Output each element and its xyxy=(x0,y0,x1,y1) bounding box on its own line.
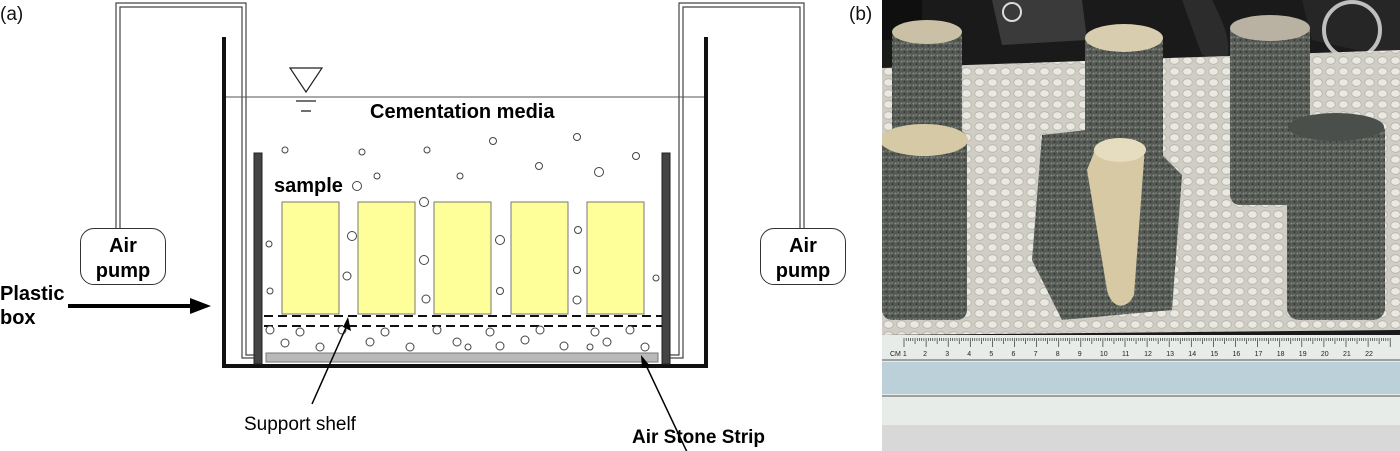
inner-wall-right xyxy=(661,152,671,365)
inner-wall-left xyxy=(253,152,263,365)
water-level-symbol xyxy=(288,67,324,112)
ruler-number: 4 xyxy=(967,351,971,358)
photo-panel: CM 1 2 3 4 5 6 7 8 9 10 11 12 13 14 15 16 17 18 19 20 21 22 xyxy=(882,0,1400,451)
panel-label-a: (a) xyxy=(0,4,24,25)
plastic-box-label-line2: box xyxy=(0,307,36,329)
specimen-front-right xyxy=(1287,113,1385,320)
sample-block xyxy=(281,201,340,315)
support-shelf-pointer xyxy=(311,317,351,405)
air-stone-strip-label: Air Stone Strip xyxy=(632,427,766,448)
ruler-number: 16 xyxy=(1233,351,1241,358)
plastic-box-label-line1: Plastic xyxy=(0,283,65,305)
support-shelf-label: Support shelf xyxy=(244,414,356,435)
air-bubbles xyxy=(265,133,660,352)
ruler-number: 5 xyxy=(989,351,993,358)
ruler-number: 2 xyxy=(923,351,927,358)
ruler-number: 3 xyxy=(945,351,949,358)
ruler-number: 12 xyxy=(1144,351,1152,358)
background-equipment xyxy=(882,0,1400,60)
sample-block xyxy=(433,201,492,315)
ruler-number: 7 xyxy=(1034,351,1038,358)
right-air-tube xyxy=(668,2,805,359)
ruler-number: 14 xyxy=(1188,351,1196,358)
sample-block xyxy=(586,201,645,315)
ruler-number: 8 xyxy=(1056,351,1060,358)
air-pump-right: Air pump xyxy=(760,228,846,285)
ruler-number: CM 1 xyxy=(890,351,907,358)
plastic-box-outline xyxy=(222,37,708,368)
ruler-number: 15 xyxy=(1210,351,1218,358)
ruler-number: 18 xyxy=(1277,351,1285,358)
sample-label: sample xyxy=(274,175,343,197)
ruler-ticks xyxy=(903,338,1391,347)
air-stone-pointer xyxy=(641,355,688,451)
samples xyxy=(281,201,645,315)
air-stone-strip xyxy=(265,352,659,363)
air-pump-right-line2: pump xyxy=(775,260,831,282)
ruler-number: 6 xyxy=(1012,351,1016,358)
panel-label-b: (b) xyxy=(849,4,873,25)
photo-illustration: CM 1 2 3 4 5 6 7 8 9 10 11 12 13 14 15 16 17 18 19 20 21 22 xyxy=(882,0,1400,451)
ruler-number: 20 xyxy=(1321,351,1329,358)
specimen-front-center-unwrapped xyxy=(1032,125,1182,320)
ruler-number: 13 xyxy=(1166,351,1174,358)
air-pump-left-line2: pump xyxy=(95,260,151,282)
air-pump-left: Air pump xyxy=(80,228,166,285)
left-air-tube xyxy=(115,2,256,359)
cementation-media-label: Cementation media xyxy=(370,101,555,123)
air-pump-right-line1: Air xyxy=(789,235,817,257)
air-pump-left-line1: Air xyxy=(109,235,137,257)
ruler-number: 17 xyxy=(1255,351,1263,358)
plastic-box-arrow xyxy=(68,298,211,314)
ruler-number: 9 xyxy=(1078,351,1082,358)
ruler-numbers: CM 1 2 3 4 5 6 7 8 9 10 11 12 13 14 15 16 17 18 19 20 21 22 xyxy=(890,351,1373,358)
ruler-number: 21 xyxy=(1343,351,1351,358)
ruler-number: 11 xyxy=(1122,351,1129,358)
ruler-number: 22 xyxy=(1365,351,1373,358)
ruler-number: 10 xyxy=(1100,351,1108,358)
ruler-number: 19 xyxy=(1299,351,1307,358)
sample-block xyxy=(510,201,569,315)
specimen-front-left xyxy=(882,124,968,320)
sample-block xyxy=(357,201,416,315)
schematic-diagram xyxy=(68,2,805,451)
